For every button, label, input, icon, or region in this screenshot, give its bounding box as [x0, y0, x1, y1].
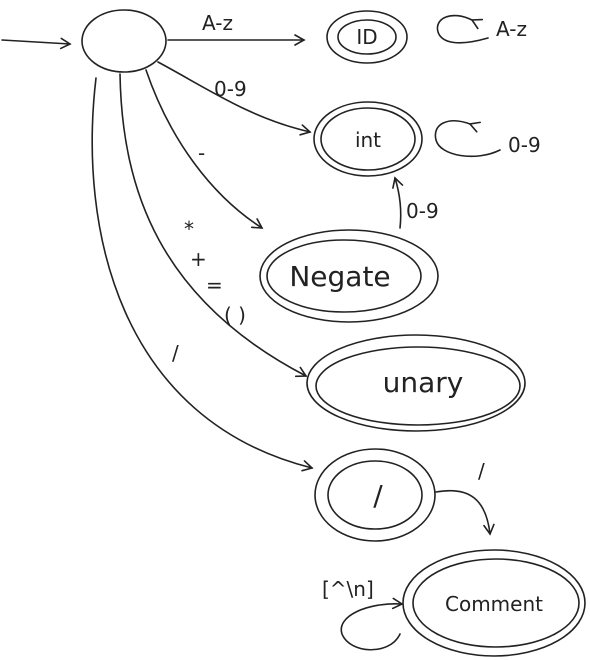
state-id-label: ID [356, 25, 377, 49]
edge-start-to-int-label: 0-9 [214, 77, 247, 101]
edge-negate-to-int-label: 0-9 [406, 199, 439, 223]
edge-int-loop: 0-9 [434, 120, 541, 158]
edge-start-to-int: 0-9 [157, 61, 312, 136]
edge-slash-to-comment: / [435, 459, 495, 536]
edge-id-loop: A-z [436, 14, 527, 44]
edge-start-to-unary-label-1: * [184, 217, 194, 241]
entry-arrow [1, 37, 72, 50]
state-comment-label: Comment [445, 592, 543, 616]
state-int: int [313, 101, 423, 177]
state-slash-label: / [373, 479, 383, 512]
edge-slash-to-comment-label: / [478, 459, 485, 483]
edge-start-to-slash-label: / [172, 341, 179, 365]
edge-start-to-negate: - [145, 69, 264, 229]
edge-start-to-unary-label-4: ( ) [224, 303, 246, 327]
edge-start-to-negate-label: - [198, 141, 205, 165]
edge-start-to-id: A-z [167, 11, 306, 46]
edge-comment-loop: [^\n] [322, 577, 404, 651]
edge-start-to-unary-label-3: = [206, 273, 223, 297]
state-unary: unary [306, 334, 526, 432]
state-int-label: int [355, 128, 381, 152]
state-id: ID [326, 10, 408, 64]
state-negate-label: Negate [289, 260, 390, 293]
edge-comment-loop-label: [^\n] [322, 577, 374, 601]
edge-start-to-id-label: A-z [202, 11, 233, 35]
edge-id-loop-label: A-z [496, 17, 527, 41]
edge-start-to-slash: / [91, 77, 314, 472]
edge-start-to-unary-label-2: + [190, 247, 207, 271]
state-comment: Comment [402, 549, 586, 657]
state-slash: / [314, 448, 436, 542]
state-unary-label: unary [383, 366, 464, 399]
edge-start-to-unary: * + = ( ) [119, 73, 308, 378]
edge-int-loop-label: 0-9 [508, 133, 541, 157]
edge-negate-to-int: 0-9 [392, 176, 439, 229]
start-state [81, 9, 167, 73]
state-negate: Negate [259, 229, 439, 323]
